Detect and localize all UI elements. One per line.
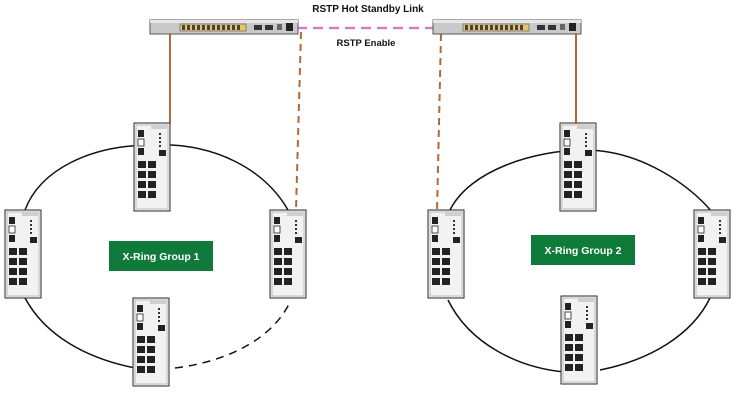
ring2-switch-right [693, 209, 731, 299]
uplink-lines [169, 31, 577, 213]
ring2-switch-bottom [560, 295, 598, 385]
ring-1-loop [24, 144, 291, 369]
group1-label-box: X-Ring Group 1 [109, 241, 213, 271]
ring2-switch-left [427, 209, 465, 299]
core-switch-left [149, 19, 299, 35]
rstp-hot-standby-label: RSTP Hot Standby Link [312, 4, 424, 15]
ring2-switch-top [559, 122, 597, 212]
ring1-switch-left [4, 209, 42, 299]
group2-label: X-Ring Group 2 [545, 245, 622, 257]
core-switch-icon [149, 19, 299, 35]
group2-label-box: X-Ring Group 2 [531, 235, 635, 265]
rstp-enable-label: RSTP Enable [337, 38, 396, 49]
core-switch-right [432, 19, 582, 35]
core-switch-icon [432, 19, 582, 35]
group1-label: X-Ring Group 1 [123, 251, 200, 263]
ring1-switch-top [133, 122, 171, 212]
ring1-switch-bottom [132, 297, 170, 387]
ring1-switch-right [269, 209, 307, 299]
